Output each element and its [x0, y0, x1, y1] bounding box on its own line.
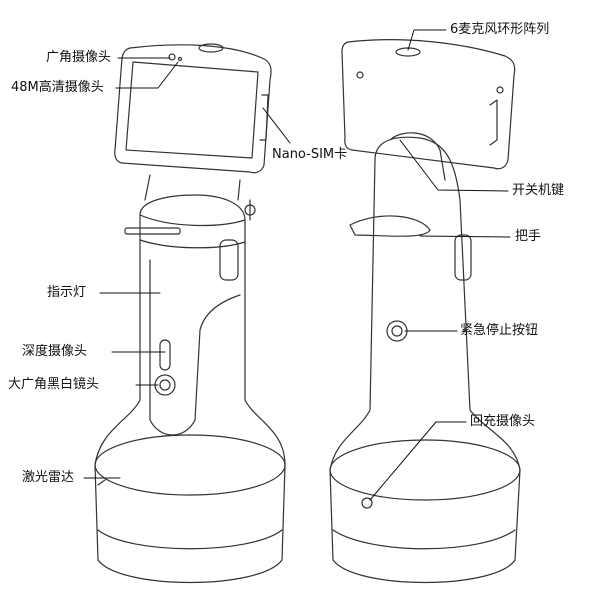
label-charging-camera: 回充摄像头: [470, 414, 536, 429]
label-indicator: 指示灯: [47, 285, 87, 300]
label-mic-array: 6麦克风环形阵列: [450, 22, 550, 37]
label-handle: 把手: [515, 229, 542, 244]
label-sim-slot: Nano-SIM卡: [272, 147, 348, 162]
front-robot: [94, 43, 286, 583]
leader-lines: [83, 29, 511, 501]
label-wide-camera: 广角摄像头: [46, 50, 112, 65]
label-lidar: 激光雷达: [22, 470, 75, 485]
back-robot: [329, 39, 521, 583]
label-hd-camera: 48M高清摄像头: [11, 80, 104, 95]
label-bw-lens: 大广角黑白镜头: [8, 377, 100, 392]
label-power-key: 开关机键: [512, 183, 565, 198]
label-depth-camera: 深度摄像头: [22, 344, 88, 359]
label-emergency-stop: 紧急停止按钮: [460, 323, 539, 338]
